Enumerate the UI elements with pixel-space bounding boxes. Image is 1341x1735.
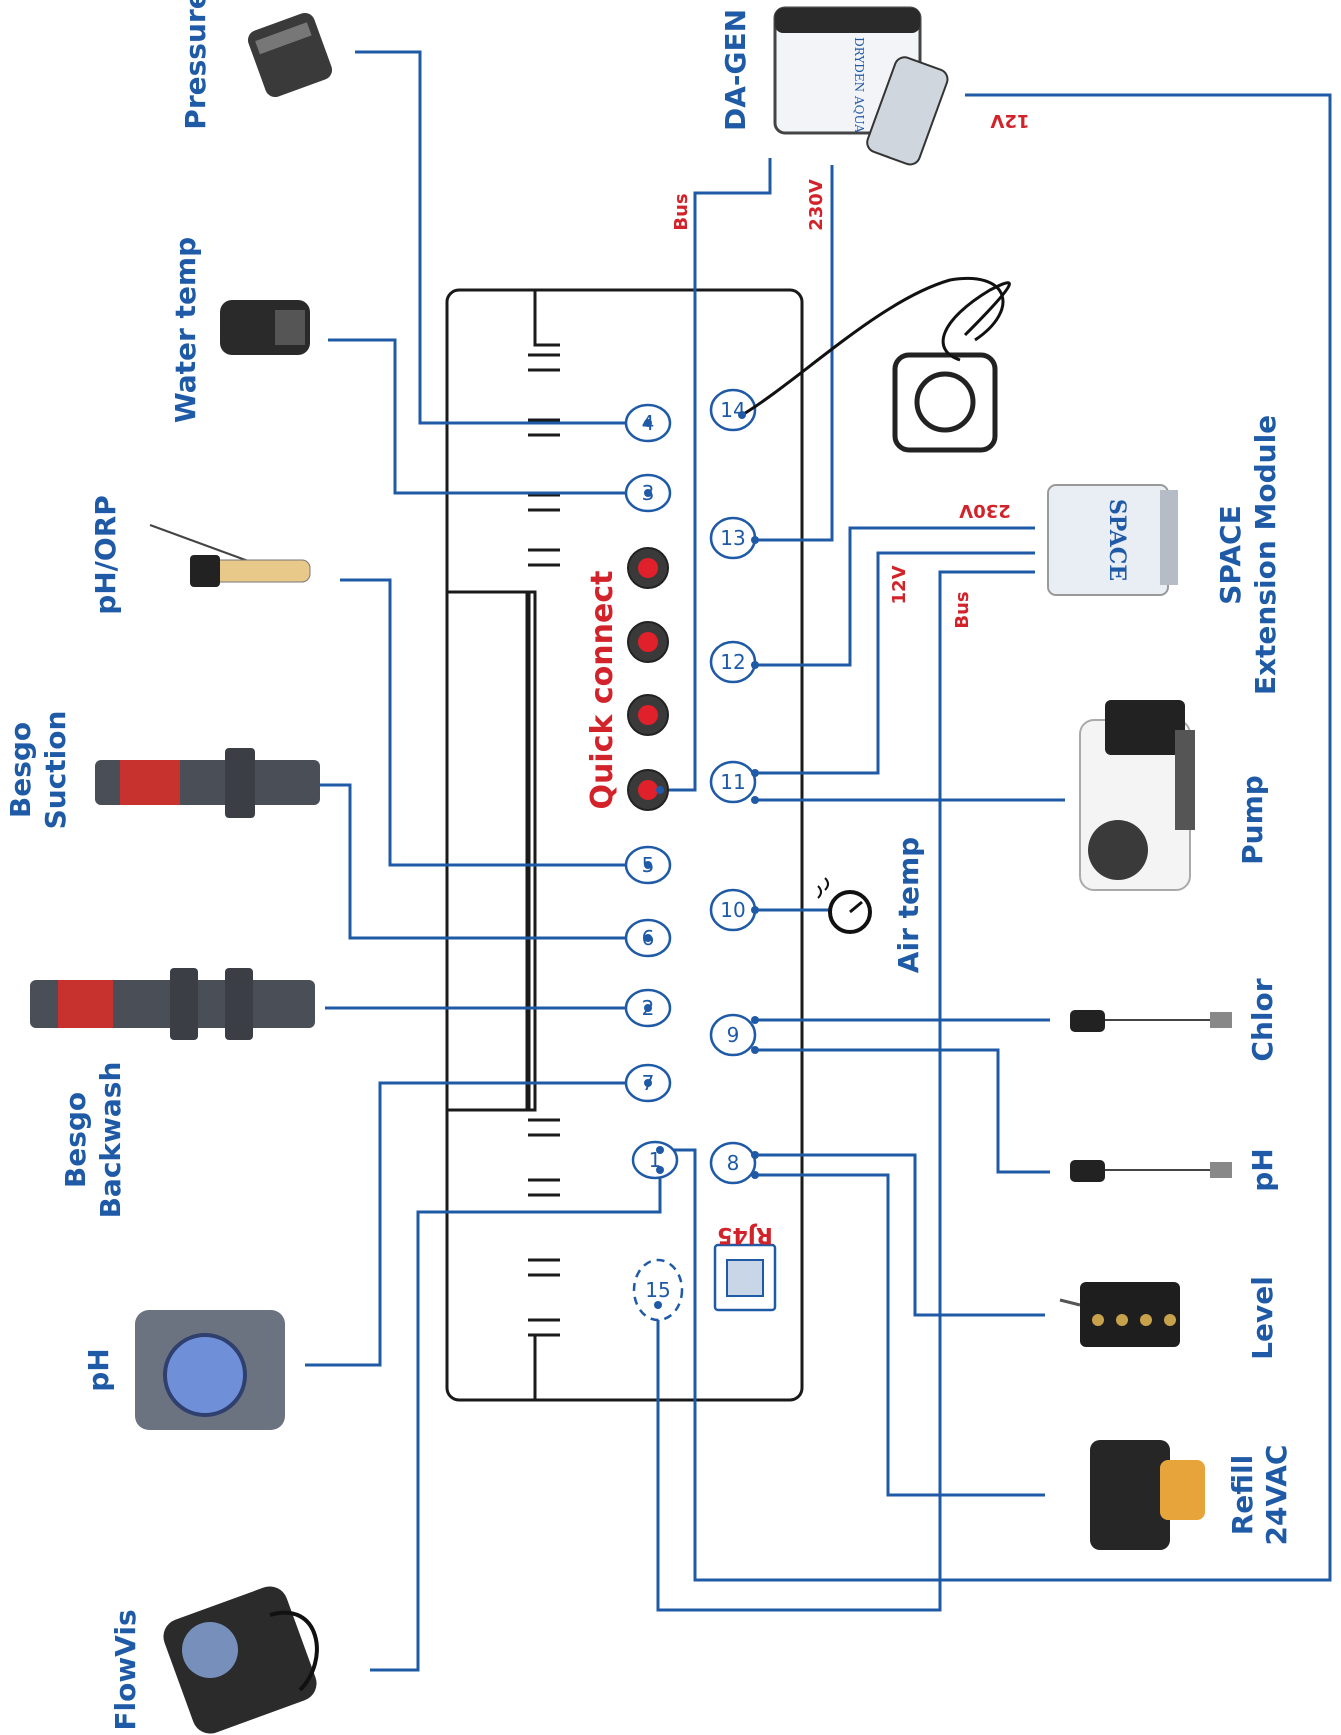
label-besgo-backwash-1: Besgo <box>59 1092 92 1188</box>
label-pressure: Pressure <box>179 0 212 130</box>
terminal-12: 12 <box>709 640 757 684</box>
pump-image <box>1079 700 1195 891</box>
quick-connect-ports <box>627 547 669 811</box>
svg-text:12: 12 <box>720 650 745 674</box>
rj45-port: RJ45 <box>713 1222 777 1312</box>
label-flowvis: FlowVis <box>109 1609 142 1730</box>
svg-text:15: 15 <box>645 1278 670 1302</box>
refill-valve-image <box>1090 1440 1205 1550</box>
quick-connect-label: Quick connect <box>585 571 620 810</box>
pressure-sensor-image <box>247 12 333 98</box>
label-besgo-suction-1: Besgo <box>4 722 37 818</box>
terminal-15: 15 <box>632 1258 684 1322</box>
label-water-temp: Water temp <box>169 237 202 423</box>
svg-text:Quick connect: Quick connect <box>585 571 620 810</box>
label-ph-pump: pH <box>82 1348 115 1391</box>
flowvis-meter-image <box>163 1586 319 1734</box>
terminal-1: 1 <box>631 1140 679 1180</box>
terminal-column-right: 14 13 12 11 10 9 8 <box>709 388 757 1185</box>
wire-labels: Bus 230V 12V 230V 12V Bus <box>671 110 1029 629</box>
ph-pump-image <box>135 1310 285 1430</box>
besgo-suction-valve-image <box>95 748 320 818</box>
wire-label-bus-space: Bus <box>952 591 973 628</box>
label-pump: Pump <box>1236 775 1269 865</box>
label-refill-2: 24VAC <box>1260 1445 1293 1546</box>
terminal-column-left: 4 3 5 6 2 7 1 15 <box>624 403 684 1322</box>
label-ph-orp: pH/ORP <box>89 495 122 615</box>
terminal-9: 9 <box>709 1013 757 1057</box>
svg-text:1: 1 <box>649 1148 662 1172</box>
terminal-14: 14 <box>709 388 757 432</box>
terminal-8: 8 <box>709 1141 757 1185</box>
label-refill-1: Refill <box>1226 1455 1259 1536</box>
space-module-image: SPACE <box>1047 484 1178 596</box>
controller-box <box>445 288 804 1402</box>
label-da-gen: DA-GEN <box>719 9 752 131</box>
svg-text:9: 9 <box>727 1023 740 1047</box>
svg-text:8: 8 <box>727 1151 740 1175</box>
label-space-2: Extension Module <box>1249 415 1282 695</box>
wires <box>305 50 1332 1672</box>
wire-label-230v-top: 230V <box>806 179 827 231</box>
air-temp-sensor-image <box>817 877 872 934</box>
svg-text:11: 11 <box>720 770 745 794</box>
device-labels: Pressure Water temp pH/ORP Besgo Suction… <box>4 0 1293 1731</box>
svg-text:SPACE: SPACE <box>1104 499 1130 581</box>
label-level: Level <box>1246 1276 1279 1360</box>
label-besgo-backwash-2: Backwash <box>94 1062 127 1219</box>
ph-probe-image <box>1070 1160 1232 1182</box>
wire-label-12v-space: 12V <box>889 565 910 604</box>
label-space-1: SPACE <box>1214 505 1247 604</box>
terminal-10: 10 <box>709 888 757 932</box>
power-socket-image <box>741 277 1011 453</box>
label-besgo-suction-2: Suction <box>39 711 72 830</box>
water-temp-sensor-image <box>220 300 310 355</box>
besgo-backwash-valve-image <box>30 968 315 1040</box>
svg-text:RJ45: RJ45 <box>717 1222 773 1247</box>
chlor-probe-image <box>1070 1010 1232 1032</box>
terminal-13: 13 <box>709 516 757 560</box>
level-sensor-image <box>1059 1282 1180 1347</box>
svg-text:DRYDEN AQUA: DRYDEN AQUA <box>852 37 866 133</box>
label-chlor: Chlor <box>1246 978 1279 1061</box>
svg-text:13: 13 <box>720 526 745 550</box>
wire-label-bus-top: Bus <box>671 193 692 230</box>
ph-orp-probe-image <box>149 524 311 587</box>
terminal-11: 11 <box>709 760 757 804</box>
label-air-temp: Air temp <box>892 837 925 973</box>
connection-dots <box>644 411 759 1309</box>
label-ph-sensor: pH <box>1246 1148 1279 1191</box>
svg-text:10: 10 <box>720 898 745 922</box>
da-gen-unit-image: DRYDEN AQUA <box>773 6 949 166</box>
wire-label-230v-space: 230V <box>959 500 1011 521</box>
wire-label-12v-top: 12V <box>990 110 1029 131</box>
